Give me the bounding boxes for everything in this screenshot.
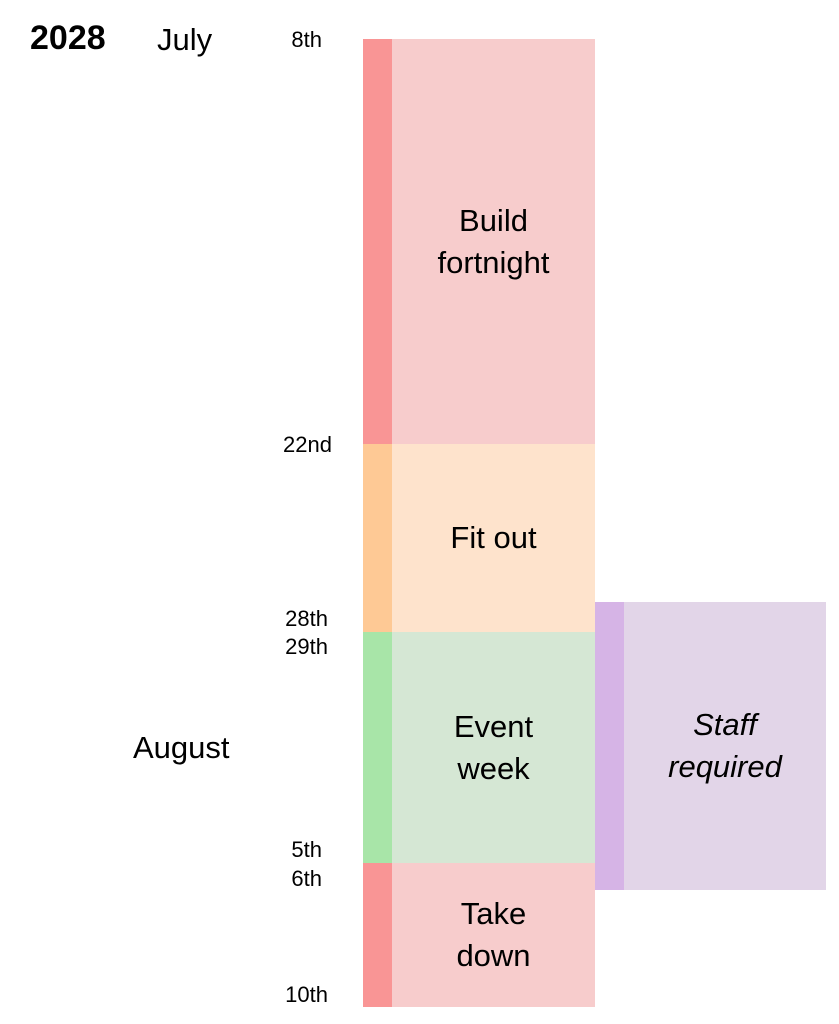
month-label-july: July — [157, 22, 213, 57]
date-label-8th: 8th — [291, 27, 322, 52]
date-label-10th: 10th — [285, 982, 328, 1007]
phase-event-label: Event week — [392, 632, 595, 863]
phase-takedown-line2: down — [456, 938, 531, 973]
month-label-august: August — [133, 730, 230, 765]
phase-event-week: Event week — [363, 632, 595, 863]
phase-take-down: Take down — [363, 863, 595, 1007]
date-label-29th: 29th — [285, 634, 328, 659]
phase-takedown-stripe — [363, 863, 392, 1007]
phase-build-stripe — [363, 39, 392, 444]
phase-fit-out: Fit out — [363, 444, 595, 632]
date-label-6th: 6th — [291, 866, 322, 891]
date-label-28th: 28th — [285, 606, 328, 631]
phase-build-line1: Build — [459, 202, 528, 238]
phase-event-line1: Event — [453, 708, 534, 744]
year-label: 2028 — [30, 19, 106, 57]
date-label-22nd: 22nd — [283, 432, 332, 457]
phase-staff-line1: Staff — [693, 707, 757, 742]
phase-takedown-line1: Take — [460, 896, 527, 931]
phase-takedown-label: Take down — [392, 863, 595, 1007]
phase-staff-stripe — [595, 602, 624, 890]
phase-event-stripe — [363, 632, 392, 863]
phase-staff-line2: required — [668, 749, 782, 784]
phase-build-label: Build fortnight — [392, 39, 595, 444]
date-label-5th: 5th — [291, 837, 322, 862]
phase-build-fortnight: Build fortnight — [363, 39, 595, 444]
phase-event-line2: week — [457, 750, 530, 786]
phase-staff-label: Staff required — [624, 602, 826, 890]
phase-fitout-line1: Fit out — [450, 520, 537, 555]
phase-staff-required: Staff required — [595, 602, 826, 890]
phase-fitout-stripe — [363, 444, 392, 632]
phase-fitout-label: Fit out — [392, 444, 595, 632]
phase-build-line2: fortnight — [437, 244, 550, 280]
